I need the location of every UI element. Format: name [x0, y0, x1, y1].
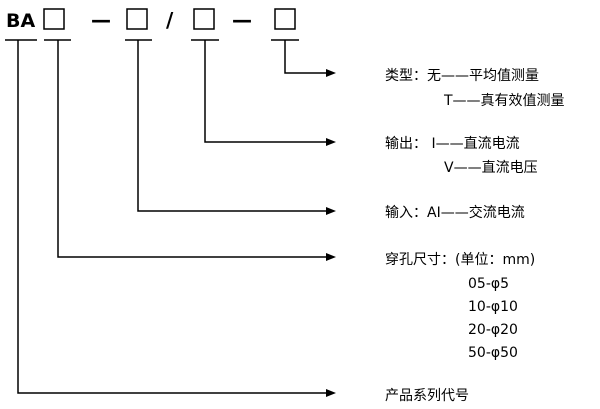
- series-line-1: 产品系列代号: [385, 388, 469, 404]
- aperture-option: 50-φ50: [468, 345, 518, 361]
- code-box-type: [274, 8, 296, 30]
- type-line-2: T——真有效值测量: [443, 93, 565, 109]
- leader-output: [204, 40, 328, 143]
- aperture-option: 05-φ5: [468, 276, 509, 292]
- arrow-aperture: [326, 253, 336, 261]
- code-separator-3: —: [232, 8, 252, 32]
- leader-series: [17, 40, 328, 394]
- arrow-output: [326, 138, 336, 146]
- leader-type: [284, 40, 328, 74]
- aperture-option: 10-φ10: [468, 299, 518, 315]
- arrow-series: [326, 389, 336, 397]
- output-line-1: 输出： I——直流电流: [385, 135, 520, 152]
- code-separator-2: /: [166, 8, 174, 32]
- code-prefix: BA: [6, 10, 35, 32]
- arrow-input: [326, 207, 336, 215]
- input-line-1: 输入：AI——交流电流: [385, 204, 525, 221]
- code-box-output: [193, 8, 215, 30]
- type-line-1: 类型：无——平均值测量: [385, 68, 539, 84]
- code-separator-1: —: [91, 8, 111, 32]
- code-box-aperture: [43, 8, 65, 30]
- aperture-option: 20-φ20: [468, 322, 518, 338]
- output-line-2: V——直流电压: [444, 159, 538, 176]
- arrow-type: [326, 69, 336, 77]
- leader-aperture: [57, 40, 328, 258]
- code-box-input: [126, 8, 148, 30]
- aperture-title: 穿孔尺寸：(单位：mm): [385, 252, 535, 268]
- leader-input: [137, 40, 328, 212]
